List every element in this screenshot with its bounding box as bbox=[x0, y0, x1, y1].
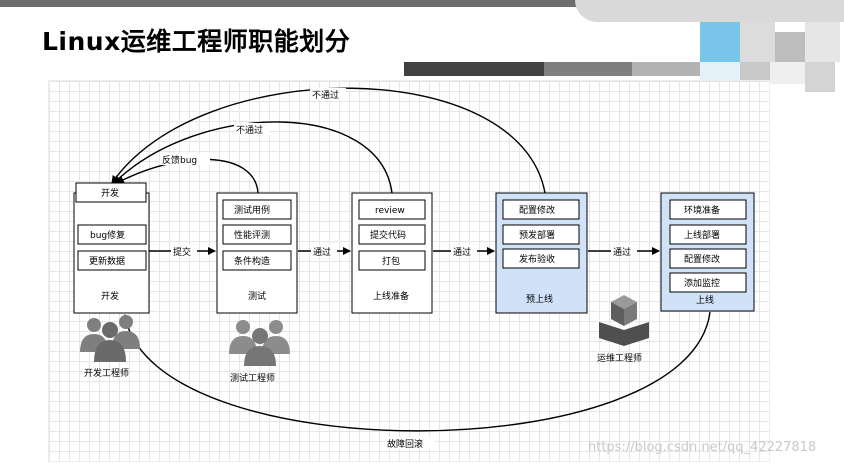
staging-footer-label: 预上线 bbox=[526, 293, 553, 305]
prelaunch-item-2: 打包 bbox=[382, 255, 400, 267]
decor-stripe-mid bbox=[544, 62, 632, 76]
column-prelaunch: review 提交代码 打包 上线准备 bbox=[351, 192, 433, 314]
staging-item-1: 预发部署 bbox=[519, 229, 555, 241]
edge-label-feedback: 反馈bug bbox=[162, 154, 197, 166]
test-footer-label: 测试 bbox=[248, 290, 266, 302]
edge-label-pass-3: 通过 bbox=[613, 246, 631, 258]
edge-label-submit: 提交 bbox=[173, 246, 191, 258]
online-item-0: 环境准备 bbox=[684, 204, 720, 216]
dev-item-1: 更新数据 bbox=[89, 255, 125, 267]
prelaunch-item-0: review bbox=[375, 206, 405, 216]
developers-icon bbox=[80, 315, 140, 362]
dev-header-box bbox=[75, 182, 147, 203]
developers-label: 开发工程师 bbox=[84, 367, 129, 379]
edge-fail-staging-to-dev bbox=[111, 87, 546, 194]
edge-label-fail-inner: 不通过 bbox=[236, 124, 263, 136]
dev-footer-label: 开发 bbox=[101, 290, 119, 302]
prelaunch-footer-label: 上线准备 bbox=[373, 290, 409, 302]
slide-title: Linux运维工程师职能划分 bbox=[42, 27, 351, 56]
ops-engineer-label: 运维工程师 bbox=[597, 352, 642, 364]
staging-item-2: 发布验收 bbox=[519, 253, 555, 265]
edge-rollback-online-to-dev bbox=[122, 311, 711, 432]
column-dev: 开发 bug修复 更新数据 开发 bbox=[73, 182, 150, 314]
edge-label-pass-2: 通过 bbox=[453, 246, 471, 258]
online-item-1: 上线部署 bbox=[684, 229, 720, 241]
prelaunch-item-1: 提交代码 bbox=[370, 229, 406, 241]
column-online: 环境准备 上线部署 配置修改 添加监控 上线 bbox=[660, 192, 755, 312]
testers-label: 测试工程师 bbox=[230, 372, 275, 384]
edge-fail-prelaunch-to-dev bbox=[113, 121, 393, 194]
column-test: 测试用例 性能评测 条件构造 测试 bbox=[216, 192, 298, 314]
dev-header-label: 开发 bbox=[101, 187, 119, 199]
online-item-3: 添加监控 bbox=[684, 277, 720, 289]
top-bar-right-tab bbox=[575, 0, 844, 22]
test-item-0: 测试用例 bbox=[234, 204, 270, 216]
column-staging: 配置修改 预发部署 发布验收 预上线 bbox=[495, 192, 588, 314]
top-bar bbox=[0, 0, 844, 7]
watermark-url: https://blog.csdn.net/qq_42227818 bbox=[588, 440, 817, 455]
online-footer-label: 上线 bbox=[696, 294, 714, 306]
test-item-2: 条件构造 bbox=[234, 255, 270, 267]
testers-icon bbox=[229, 320, 290, 366]
decor-stripe-dark bbox=[404, 62, 544, 76]
test-item-1: 性能评测 bbox=[234, 229, 270, 241]
dev-item-0: bug修复 bbox=[90, 229, 125, 241]
edge-label-pass-1: 通过 bbox=[313, 246, 331, 258]
edge-label-rollback: 故障回滚 bbox=[387, 438, 423, 450]
staging-item-0: 配置修改 bbox=[519, 204, 555, 216]
ops-engineer-icon bbox=[599, 295, 649, 346]
edge-label-fail-outer: 不通过 bbox=[312, 89, 339, 101]
online-item-2: 配置修改 bbox=[684, 253, 720, 265]
